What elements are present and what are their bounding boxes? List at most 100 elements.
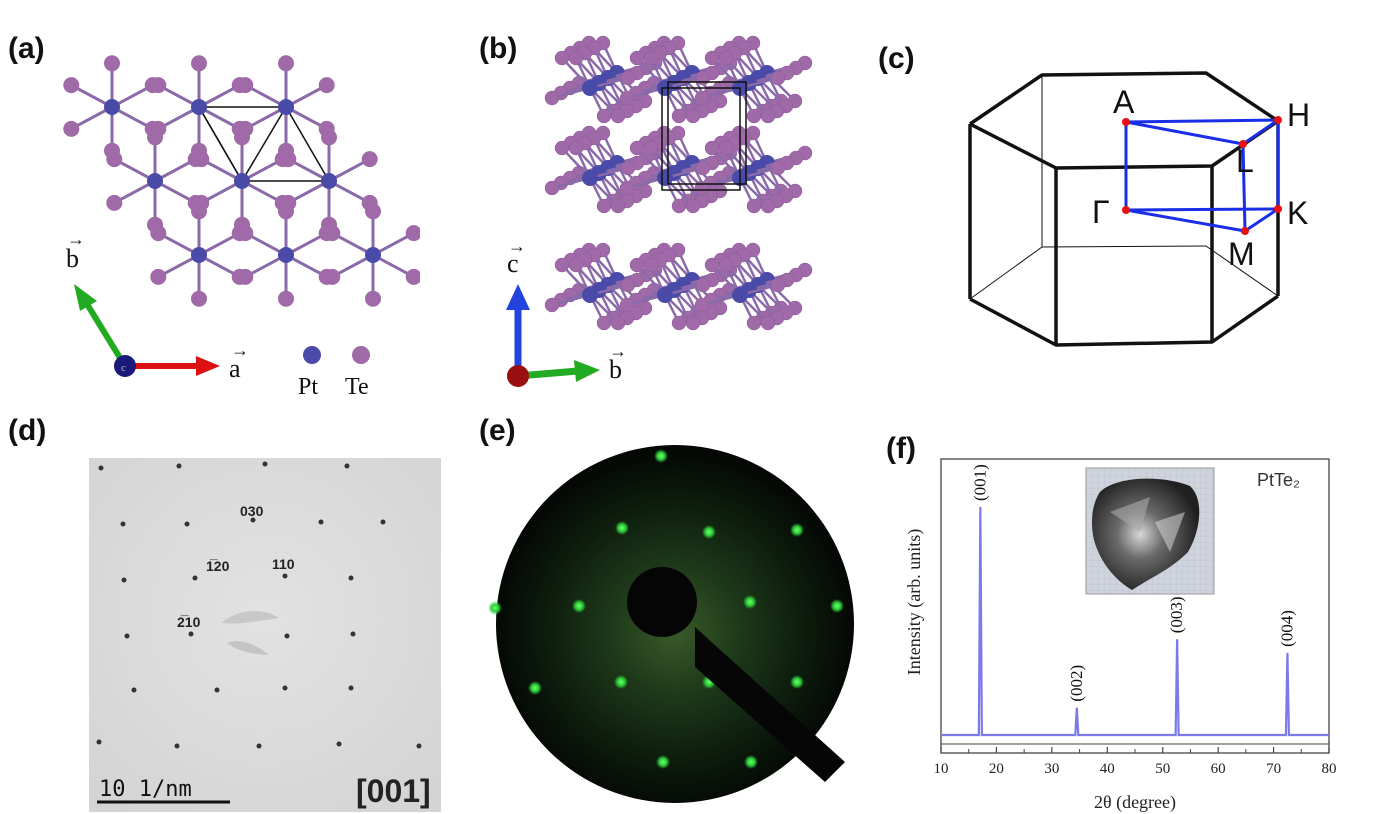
spot-label-120: 1̅20 [206, 558, 230, 574]
te-atom [568, 257, 584, 273]
te-legend-label: Te [345, 374, 369, 400]
te-atom [760, 198, 776, 214]
te-atom [704, 257, 720, 273]
c-axis-arrow-b [506, 284, 530, 310]
pt-atom [234, 173, 250, 189]
crystal-photo-sample [1092, 478, 1200, 590]
te-atom [770, 70, 786, 86]
leed-spot [614, 675, 628, 689]
spot-label-030: 030 [240, 503, 264, 519]
te-atom [147, 129, 163, 146]
panel-d-diffraction: 030 1̅20 110 2̅10 10 1/nm [001] [89, 458, 441, 812]
diffraction-spot [318, 519, 324, 525]
te-atom [770, 160, 786, 176]
pt-atom [278, 99, 294, 115]
panel-b-structure: c → b → [506, 35, 813, 387]
x-tick-label: 40 [1100, 761, 1115, 777]
te-atom [760, 315, 776, 331]
te-atom [694, 180, 710, 196]
svg-text:→: → [231, 340, 249, 360]
te-atom [746, 315, 762, 331]
diffraction-spot [256, 743, 262, 749]
diffraction-spot [120, 521, 126, 527]
panel-label-e: (e) [479, 414, 516, 447]
x-tick-label: 20 [989, 761, 1004, 777]
te-atom [695, 277, 711, 293]
diffraction-spot [192, 575, 198, 581]
panel-label-a: (a) [8, 32, 45, 65]
te-atom [568, 50, 584, 66]
leed-spot [528, 681, 542, 695]
te-atom [629, 257, 645, 273]
te-atom [671, 108, 687, 124]
leed-spot [830, 599, 844, 613]
te-atom [278, 290, 294, 307]
te-atom [619, 297, 635, 313]
leed-spot [572, 599, 586, 613]
te-atom [321, 129, 337, 146]
te-atom [685, 198, 701, 214]
leed-spot [702, 525, 716, 539]
c-axis-label-b: c [507, 249, 519, 278]
panel-a-structure: c a → b → Pt Te [63, 55, 420, 400]
diffraction-spot [282, 573, 288, 579]
te-atom [544, 180, 560, 196]
te-atom [324, 225, 341, 242]
pt-legend-label: Pt [298, 374, 318, 400]
leed-spot [615, 521, 629, 535]
diffraction-spot [121, 577, 127, 583]
te-atom [596, 315, 612, 331]
peak-label: (001) [970, 464, 989, 501]
panel-label-b: (b) [479, 32, 518, 65]
diffraction-spot [282, 685, 288, 691]
diffraction-spot [124, 633, 130, 639]
label-H: H [1287, 97, 1310, 133]
side-unit-cell [661, 81, 747, 191]
te-atom [361, 151, 378, 168]
zone-axis-label: [001] [356, 773, 431, 809]
x-tick-label: 50 [1155, 761, 1170, 777]
te-atom [544, 90, 560, 106]
te-atom [63, 120, 80, 137]
te-atom [191, 203, 207, 220]
te-atom [718, 140, 734, 156]
pt-legend-atom [303, 346, 321, 364]
label-M: M [1228, 236, 1255, 272]
a-axis-arrow [196, 356, 220, 376]
leed-spot [656, 755, 670, 769]
te-atom [746, 108, 762, 124]
pt-atom [191, 247, 207, 263]
te-atom [278, 203, 294, 220]
pt-atom [365, 247, 381, 263]
te-atom [695, 70, 711, 86]
y-axis-label: Intensity (arb. units) [904, 529, 925, 675]
te-atom [620, 160, 636, 176]
spot-label-210: 2̅10 [177, 614, 201, 630]
te-atom [106, 151, 123, 168]
te-atom [694, 297, 710, 313]
label-A: A [1113, 84, 1135, 120]
spot-label-110: 110 [272, 556, 295, 572]
diffraction-spot [284, 633, 290, 639]
pt-atom [582, 287, 598, 303]
scale-bar-label: 10 1/nm [99, 777, 192, 802]
electron-gun [627, 567, 697, 637]
diffraction-spot [214, 687, 220, 693]
point-A [1122, 118, 1130, 126]
label-L: L [1236, 143, 1254, 179]
te-atom [610, 108, 626, 124]
x-tick-label: 60 [1211, 761, 1226, 777]
te-atom [193, 151, 210, 168]
te-atom [694, 90, 710, 106]
te-atom [643, 257, 659, 273]
peak-label: (002) [1067, 665, 1086, 702]
b-axis-arrow-b [574, 360, 600, 382]
c-axis-dot [114, 355, 136, 377]
te-atom [746, 198, 762, 214]
point-H [1274, 116, 1282, 124]
diffraction-spot [184, 521, 190, 527]
te-atom [237, 268, 254, 285]
pt-atom [147, 173, 163, 189]
te-atom [324, 268, 341, 285]
te-atom [106, 194, 123, 211]
